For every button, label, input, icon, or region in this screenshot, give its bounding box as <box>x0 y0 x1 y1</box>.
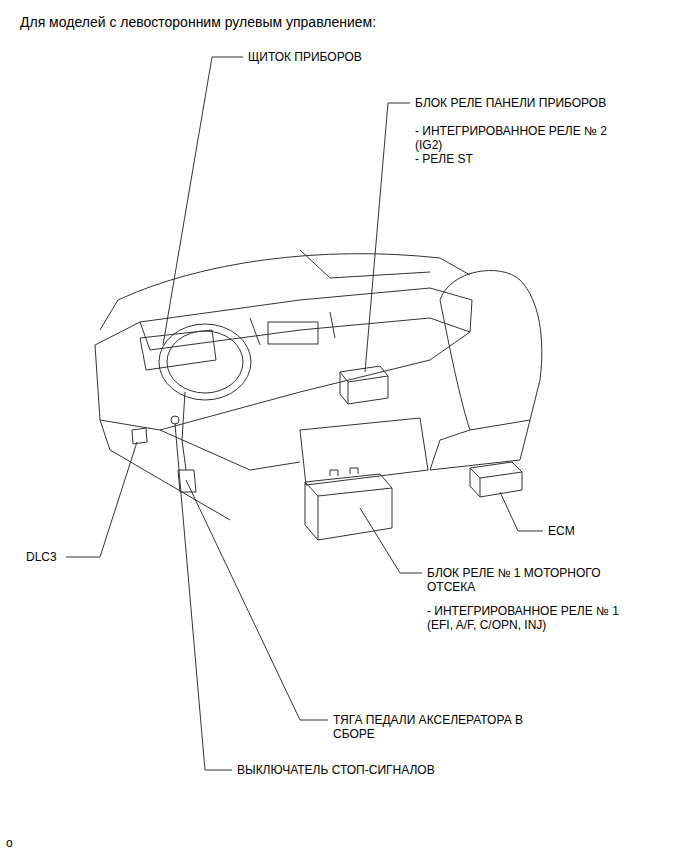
relay-note: - РЕЛЕ ST <box>415 152 473 166</box>
part-label: ВЫКЛЮЧАТЕЛЬ СТОП-СИГНАЛОВ <box>237 763 435 777</box>
part-label: ECM <box>548 524 575 538</box>
part-label: DLC3 <box>26 550 57 564</box>
page-mark: o <box>6 836 13 850</box>
part-label: БЛОК РЕЛЕ ПАНЕЛИ ПРИБОРОВ <box>415 96 606 110</box>
relay-note: - ИНТЕГРИРОВАННОЕ РЕЛЕ № 2 (IG2) <box>415 124 620 152</box>
part-label: ТЯГА ПЕДАЛИ АКСЕЛЕРАТОРА В СБОРЕ <box>333 713 533 741</box>
part-label: ЩИТОК ПРИБОРОВ <box>248 50 362 64</box>
part-label: БЛОК РЕЛЕ № 1 МОТОРНОГО ОТСЕКА <box>427 566 617 594</box>
diagram-title: Для моделей с левосторонним рулевым упра… <box>20 14 376 31</box>
relay-note: - ИНТЕГРИРОВАННОЕ РЕЛЕ № 1 (EFI, A/F, C/… <box>427 604 632 632</box>
